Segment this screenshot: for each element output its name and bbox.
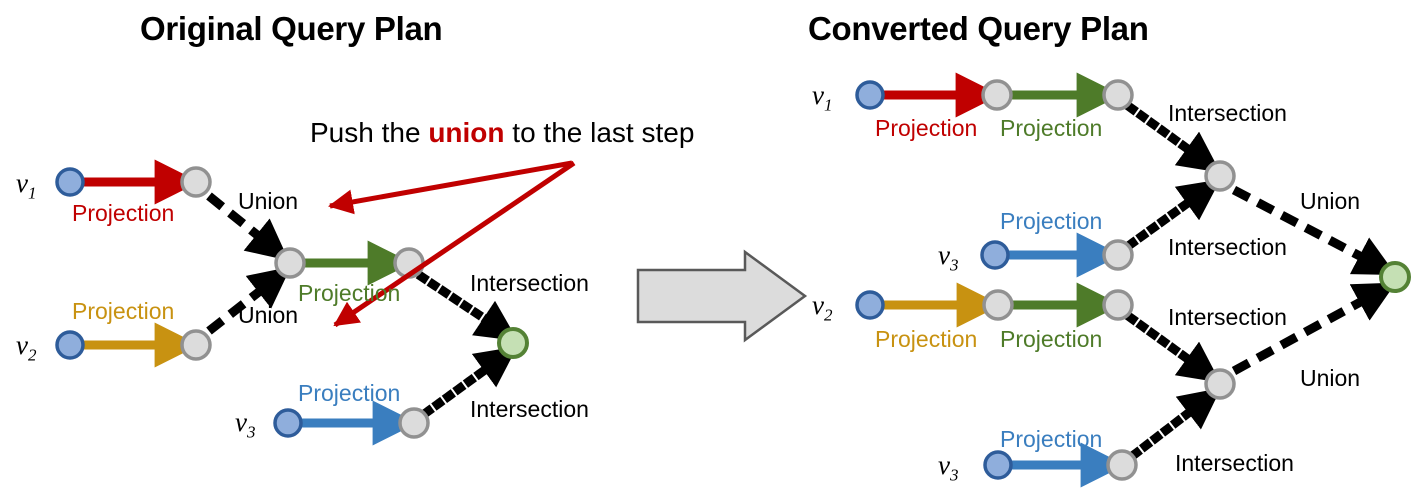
right-edge-label-intersection: Intersection xyxy=(1168,100,1287,126)
rnode-v2-end xyxy=(1102,289,1134,321)
transform-arrow-icon xyxy=(636,249,808,343)
left-edge-label-projection: Projection xyxy=(72,298,175,324)
node-answer-left xyxy=(497,327,529,359)
annotation-push-union: Push the union to the last step xyxy=(310,117,694,149)
right-edge-label-projection: Projection xyxy=(875,326,978,352)
redge-intersection-r2 xyxy=(1124,179,1221,251)
annotation-highlight: union xyxy=(428,117,505,148)
vertex-subscript: 1 xyxy=(823,95,833,115)
right-edge-label-projection: Projection xyxy=(1000,326,1103,352)
annotation-arrow-to-union-bottom xyxy=(333,160,576,328)
edge-intersection-upper xyxy=(415,270,518,341)
redge-intersection-r3 xyxy=(1124,311,1221,383)
right-vertex-label-v2: v2 xyxy=(812,290,832,325)
edge-union-bottom xyxy=(206,266,291,335)
node-source-v3 xyxy=(273,408,303,438)
left-edge-label-projection: Projection xyxy=(298,280,401,306)
right-edge-label-projection: Projection xyxy=(1000,426,1103,452)
vertex-symbol: v xyxy=(16,330,28,360)
left-edge-label-union: Union xyxy=(238,302,299,328)
vertex-subscript: 3 xyxy=(949,465,959,485)
right-plan-nodes xyxy=(855,79,1411,481)
edge-union-top xyxy=(206,192,289,261)
annotation-arrow-to-union-top xyxy=(328,160,573,215)
rnode-intersection-bottom xyxy=(1204,368,1236,400)
right-vertex-label-v1: v1 xyxy=(812,80,832,115)
vertex-symbol: v xyxy=(938,240,950,270)
title-converted-query-plan: Converted Query Plan xyxy=(808,10,1149,47)
left-plan-edges xyxy=(82,159,518,446)
vertex-symbol: v xyxy=(938,450,950,480)
node-inter-v3 xyxy=(398,407,430,439)
vertex-subscript: 3 xyxy=(246,422,256,442)
rnode-answer-right xyxy=(1379,261,1411,293)
rnode-v1-end xyxy=(1102,79,1134,111)
right-vertex-label-v3: v3 xyxy=(938,450,958,485)
left-plan-nodes xyxy=(55,166,529,439)
right-plan-edges xyxy=(882,72,1397,488)
rnode-v1-mid xyxy=(981,79,1013,111)
rnode-v2-mid xyxy=(982,289,1014,321)
right-edge-label-union: Union xyxy=(1300,365,1361,391)
left-edge-label-projection: Projection xyxy=(72,200,175,226)
right-vertex-label-v3: v3 xyxy=(938,240,958,275)
redge-intersection-r4 xyxy=(1128,387,1222,461)
node-source-v1 xyxy=(55,167,85,197)
vertex-symbol: v xyxy=(16,168,28,198)
right-edge-label-intersection: Intersection xyxy=(1168,234,1287,260)
left-vertex-label-v1: v1 xyxy=(16,168,36,203)
rnode-source-v2 xyxy=(855,290,885,320)
node-source-v2 xyxy=(55,330,85,360)
annotation-prefix: Push the xyxy=(310,117,429,148)
right-edge-label-projection: Projection xyxy=(875,115,978,141)
rnode-source-v1 xyxy=(855,80,885,110)
vertex-symbol: v xyxy=(235,407,247,437)
node-inter-v1 xyxy=(180,166,212,198)
right-edge-label-intersection: Intersection xyxy=(1175,450,1294,476)
node-union-merge xyxy=(274,247,306,279)
vertex-subscript: 1 xyxy=(27,183,37,203)
redge-union-bottom xyxy=(1231,282,1396,375)
left-edge-label-intersection: Intersection xyxy=(470,270,589,296)
node-inter-v2 xyxy=(180,329,212,361)
title-original-query-plan: Original Query Plan xyxy=(140,10,443,47)
left-vertex-label-v2: v2 xyxy=(16,330,36,365)
vertex-subscript: 2 xyxy=(823,305,833,325)
rnode-v3-top-end xyxy=(1102,239,1134,271)
rnode-source-v3-bottom xyxy=(983,450,1013,480)
rnode-intersection-top xyxy=(1204,160,1236,192)
right-edge-label-projection: Projection xyxy=(1000,115,1103,141)
left-edge-label-intersection: Intersection xyxy=(470,396,589,422)
rnode-v3-bottom-end xyxy=(1106,449,1138,481)
vertex-symbol: v xyxy=(812,290,824,320)
rnode-source-v3-top xyxy=(980,240,1010,270)
redge-intersection-r1 xyxy=(1124,101,1221,173)
left-edge-label-projection: Projection xyxy=(298,380,401,406)
annotation-suffix: to the last step xyxy=(504,117,695,148)
vertex-subscript: 2 xyxy=(27,345,37,365)
left-vertex-label-v3: v3 xyxy=(235,407,255,442)
left-edge-label-union: Union xyxy=(238,188,299,214)
right-edge-label-intersection: Intersection xyxy=(1168,304,1287,330)
annotation-arrows xyxy=(328,160,576,328)
vertex-symbol: v xyxy=(812,80,824,110)
edge-intersection-lower xyxy=(420,346,518,419)
right-edge-label-projection: Projection xyxy=(1000,208,1103,234)
vertex-subscript: 3 xyxy=(949,255,959,275)
right-edge-label-union: Union xyxy=(1300,188,1361,214)
